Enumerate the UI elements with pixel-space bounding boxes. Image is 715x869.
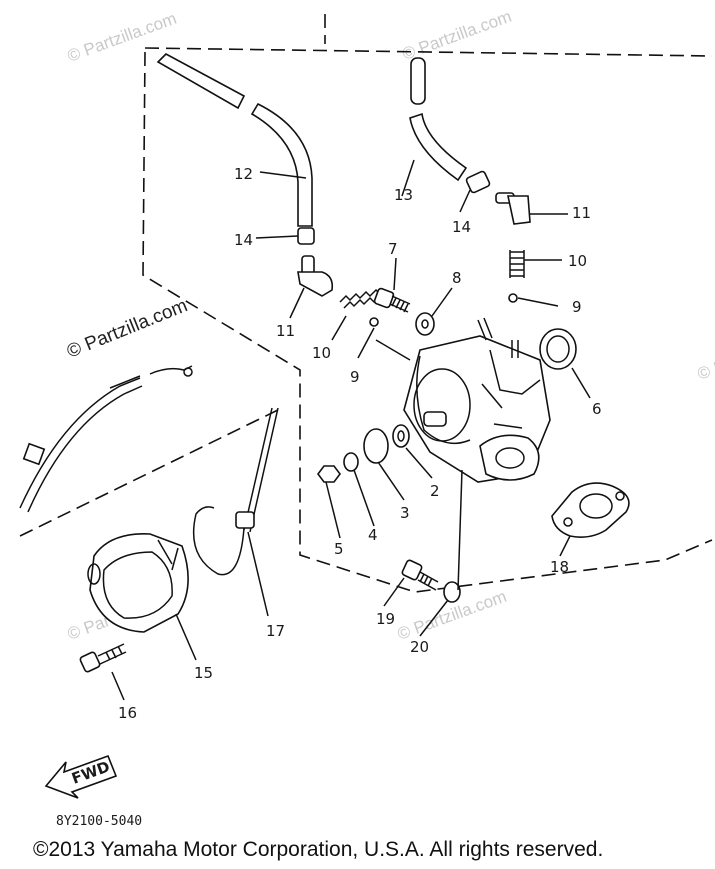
callout-19: 19 bbox=[376, 610, 395, 628]
check-ball-9-left bbox=[369, 317, 379, 327]
spring-10-right bbox=[509, 250, 525, 278]
pump-cover-15 bbox=[87, 533, 189, 633]
callout-3: 3 bbox=[400, 504, 410, 522]
elbow-fitting-11-right bbox=[495, 192, 531, 225]
check-ball-9-right bbox=[508, 293, 518, 303]
callout-11-left: 11 bbox=[276, 322, 295, 340]
callout-18: 18 bbox=[550, 558, 569, 576]
copyright-notice: ©2013 Yamaha Motor Corporation, U.S.A. A… bbox=[33, 838, 604, 861]
callout-14-right: 14 bbox=[452, 218, 471, 236]
callout-9-right: 9 bbox=[572, 298, 582, 316]
bolt-19 bbox=[401, 559, 439, 591]
callout-8: 8 bbox=[452, 269, 462, 287]
screw-16 bbox=[79, 643, 127, 673]
callout-17: 17 bbox=[266, 622, 285, 640]
callout-2: 2 bbox=[430, 482, 440, 500]
washer-2 bbox=[392, 424, 410, 448]
callout-20: 20 bbox=[410, 638, 429, 656]
callout-16: 16 bbox=[118, 704, 137, 722]
bolt-7 bbox=[373, 287, 411, 313]
oil-hose-12 bbox=[156, 53, 313, 227]
watermark: © Partzilla.com bbox=[64, 295, 191, 362]
diagram-code: 8Y2100-5040 bbox=[56, 814, 142, 829]
hose-clamp-14-right bbox=[465, 170, 491, 194]
callout-7: 7 bbox=[388, 240, 398, 258]
callout-9-left: 9 bbox=[350, 368, 360, 386]
nut-5 bbox=[317, 465, 341, 483]
callout-10-right: 10 bbox=[568, 252, 587, 270]
callout-11-right: 11 bbox=[572, 204, 591, 222]
leader-lines bbox=[111, 159, 591, 701]
elbow-fitting-11-left bbox=[297, 255, 334, 297]
callout-6: 6 bbox=[592, 400, 602, 418]
washer-20 bbox=[443, 581, 461, 603]
pump-plate-3 bbox=[363, 428, 389, 464]
spring-10-left bbox=[339, 288, 381, 309]
gasket-18 bbox=[551, 482, 630, 538]
fwd-arrow-icon: FWD bbox=[44, 754, 118, 799]
callout-15: 15 bbox=[194, 664, 213, 682]
callout-13: 13 bbox=[394, 186, 413, 204]
washer-8-hole bbox=[421, 319, 429, 329]
lock-washer-4 bbox=[343, 452, 359, 472]
callout-4: 4 bbox=[368, 526, 378, 544]
washer-8 bbox=[415, 312, 435, 336]
callout-5: 5 bbox=[334, 540, 344, 558]
pump-cable-17 bbox=[19, 365, 279, 576]
watermark: © Partzilla.com bbox=[400, 7, 514, 64]
oil-hose-13 bbox=[409, 57, 468, 182]
oil-seal-6 bbox=[539, 328, 577, 370]
watermark: © Partzilla.com bbox=[695, 327, 715, 384]
oil-pump-body-1 bbox=[403, 317, 551, 483]
assembly-boundary bbox=[19, 14, 713, 593]
hose-clamp-14-left bbox=[297, 227, 315, 245]
callout-14-left: 14 bbox=[234, 231, 253, 249]
callout-12: 12 bbox=[234, 165, 253, 183]
washer-2-hole bbox=[397, 430, 405, 442]
callout-10-left: 10 bbox=[312, 344, 331, 362]
